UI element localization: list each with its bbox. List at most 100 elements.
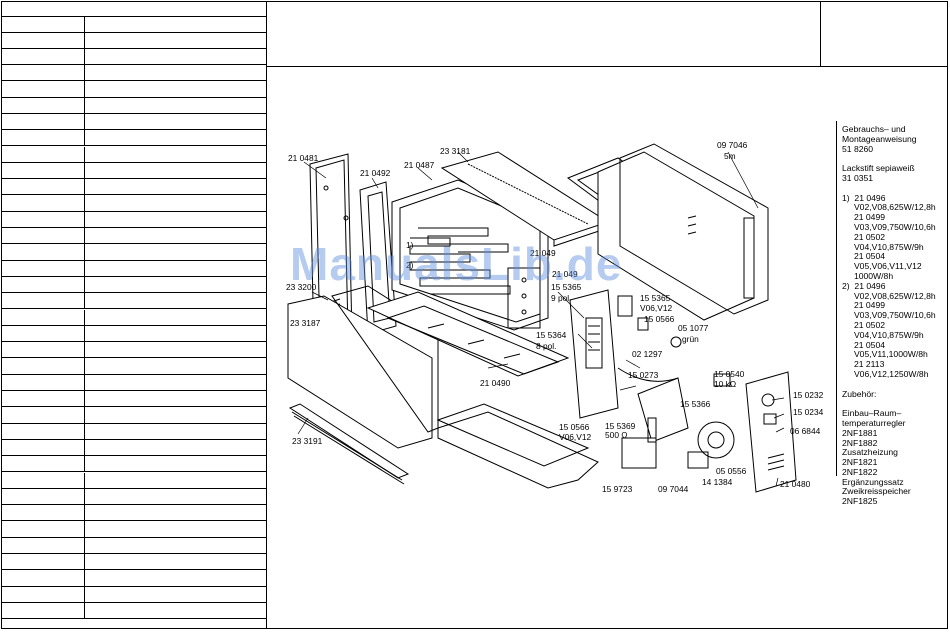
- label-23-3181: 23 3181: [440, 146, 471, 156]
- table-column-divider: [84, 342, 85, 358]
- table-column-divider: [84, 195, 85, 211]
- label-05-1077: 05 1077: [678, 323, 709, 333]
- table-row: [1, 554, 267, 571]
- label-21-0480: 21 0480: [780, 479, 811, 489]
- base-strip: [288, 403, 410, 485]
- watermark-text: ManualsLib.de: [290, 238, 623, 290]
- table-column-divider: [84, 146, 85, 162]
- table-row: [1, 97, 267, 114]
- label-05-0556: 05 0556: [716, 466, 747, 476]
- table-column-divider: [84, 521, 85, 537]
- note-line: Ergänzungssatz: [842, 476, 904, 487]
- label-23-3200: 23 3200: [286, 282, 317, 292]
- note-line: Zubehör:: [842, 388, 877, 399]
- label-mark-2: 2): [406, 260, 414, 270]
- table-row: [1, 602, 267, 620]
- note-line: V02,V08,625W/12,8h: [842, 202, 936, 213]
- label-8-pol: 8 pol.: [536, 341, 557, 351]
- table-column-divider: [84, 554, 85, 570]
- table-column-divider: [84, 276, 85, 293]
- label-15-9723: 15 9723: [602, 484, 633, 494]
- note-line: V03,V09,750W/10,6h: [842, 310, 936, 321]
- note-line: V06,V12,1250W/8h: [842, 368, 929, 379]
- label-06-6844: 06 6844: [790, 426, 821, 436]
- table-row: [1, 407, 267, 424]
- note-line: 21 2113: [842, 359, 885, 370]
- table-column-divider: [84, 49, 85, 64]
- label-gruen: grün: [682, 334, 699, 344]
- part-labels: 21 0481 21 0492 21 0487 23 3181 09 7046 …: [286, 140, 824, 494]
- table-row: [1, 586, 267, 603]
- table-row: [1, 325, 267, 343]
- table-row: [1, 17, 267, 33]
- label-23-3191: 23 3191: [292, 436, 323, 446]
- note-line: V04,V10,875W/9h: [842, 241, 924, 252]
- notes-bracket: [836, 121, 837, 476]
- core-housing: [391, 179, 549, 331]
- note-line: 2) 21 0496: [842, 280, 886, 291]
- table-divider: [266, 1, 267, 629]
- table-row: [1, 293, 267, 310]
- table-row: [1, 49, 267, 65]
- table-column-divider: [84, 260, 85, 276]
- note-line: 21 0499: [842, 212, 886, 223]
- label-mark-1: 1): [406, 240, 414, 250]
- label-21-0481: 21 0481: [288, 153, 319, 163]
- label-15-5369: 15 5369: [605, 421, 636, 431]
- note-line: Zweikreisspeicher: [842, 486, 911, 497]
- table-row: [1, 65, 267, 82]
- parts-list-table: [1, 1, 267, 629]
- note-line: 31 0351: [842, 172, 874, 183]
- label-v06-v12-b: V06,V12: [559, 432, 591, 442]
- table-row: [1, 505, 267, 522]
- note-line: 21 0502: [842, 231, 886, 242]
- note-line: V02,V08,625W/12,8h: [842, 290, 936, 301]
- note-line: 2NF1825: [842, 496, 878, 507]
- table-column-divider: [84, 439, 85, 456]
- table-row: [1, 146, 267, 163]
- exploded-view-drawing: 21 0481 21 0492 21 0487 23 3181 09 7046 …: [268, 68, 828, 628]
- table-row: [1, 488, 267, 506]
- label-15-0232: 15 0232: [793, 390, 824, 400]
- table-row: [1, 244, 267, 261]
- table-column-divider: [84, 570, 85, 586]
- table-column-divider: [84, 472, 85, 488]
- header-divider: [266, 66, 948, 67]
- table-column-divider: [84, 309, 85, 325]
- label-21-0492: 21 0492: [360, 168, 391, 178]
- table-row: [1, 423, 267, 440]
- table-row: [1, 276, 267, 294]
- label-21-049-b: 21 049: [552, 269, 578, 279]
- table-row: [1, 342, 267, 359]
- label-15-5366: 15 5366: [680, 399, 711, 409]
- note-line: 21 0502: [842, 319, 886, 330]
- label-15-0566-a: 15 0566: [644, 314, 675, 324]
- label-15-0566-b: 15 0566: [559, 422, 590, 432]
- table-column-divider: [84, 391, 85, 407]
- label-5m: 5m: [724, 151, 736, 161]
- label-15-0234: 15 0234: [793, 407, 824, 417]
- table-row: [1, 162, 267, 180]
- label-02-1297: 02 1297: [632, 349, 663, 359]
- label-9-pol: 9 pol.: [551, 293, 572, 303]
- exploded-view-svg: 21 0481 21 0492 21 0487 23 3181 09 7046 …: [286, 140, 824, 494]
- back-panels: [566, 143, 769, 321]
- table-column-divider: [84, 423, 85, 439]
- note-line: Einbau–Raum–: [842, 408, 902, 419]
- table-column-divider: [84, 374, 85, 390]
- table-row: [1, 521, 267, 538]
- table-column-divider: [84, 244, 85, 260]
- table-row: [1, 537, 267, 554]
- table-row: [1, 228, 267, 245]
- note-line: 21 0504: [842, 251, 886, 262]
- label-09-7046: 09 7046: [717, 140, 748, 150]
- table-row: [1, 439, 267, 457]
- table-column-divider: [84, 537, 85, 553]
- header-box-divider: [820, 1, 821, 66]
- table-row: [1, 391, 267, 408]
- label-21-049-a: 21 049: [530, 248, 556, 258]
- table-row: [1, 113, 267, 131]
- label-14-1384: 14 1384: [702, 477, 733, 487]
- table-column-divider: [84, 179, 85, 195]
